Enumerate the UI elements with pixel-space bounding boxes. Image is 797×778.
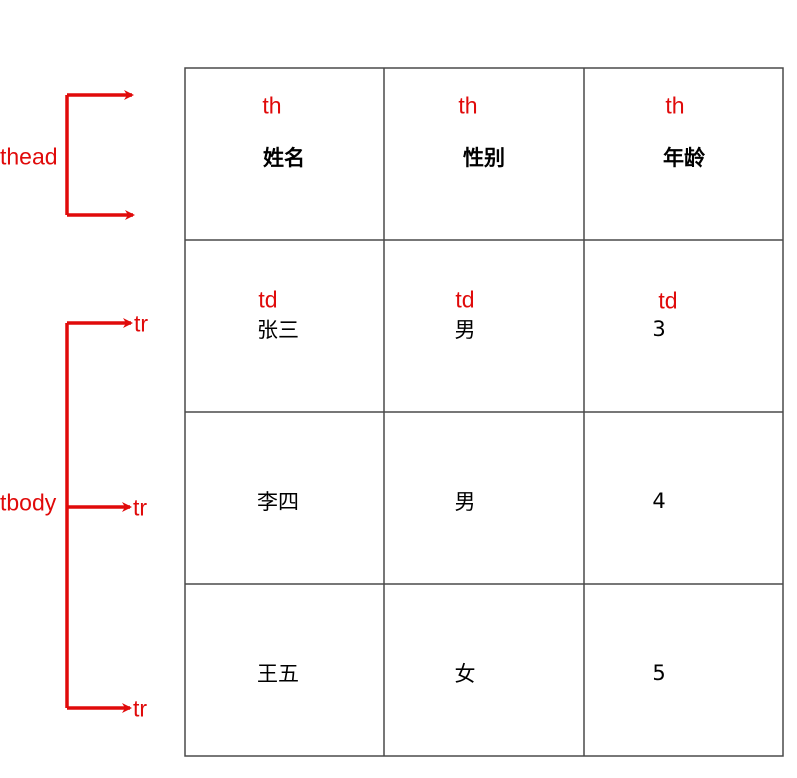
table-cell: 张三 xyxy=(257,318,299,342)
header-cell: 年龄 xyxy=(663,146,705,170)
th-label: th xyxy=(665,92,685,119)
th-label: th xyxy=(262,92,282,119)
table-cell: 女 xyxy=(454,662,476,686)
thead-bracket xyxy=(65,90,135,220)
table-cell: 男 xyxy=(454,318,476,342)
tr-label: tr xyxy=(133,494,148,521)
th-label: th xyxy=(458,92,478,119)
table-cell: 男 xyxy=(454,490,476,514)
table-cell: 王五 xyxy=(257,662,299,686)
tr-label: tr xyxy=(134,310,149,337)
thead-label: thead xyxy=(0,143,58,170)
tbody-bracket xyxy=(65,318,133,713)
table-cell: 4 xyxy=(652,489,666,513)
td-label: td xyxy=(658,287,678,314)
td-label: td xyxy=(258,286,278,313)
tbody-label: tbody xyxy=(0,489,57,516)
table-grid xyxy=(184,67,784,757)
header-cell: 姓名 xyxy=(263,146,305,170)
td-label: td xyxy=(455,286,475,313)
table-cell: 5 xyxy=(652,661,666,685)
table-cell: 3 xyxy=(652,317,666,341)
header-cell: 性别 xyxy=(463,146,505,170)
tr-label: tr xyxy=(133,695,148,722)
table-cell: 李四 xyxy=(257,490,299,514)
